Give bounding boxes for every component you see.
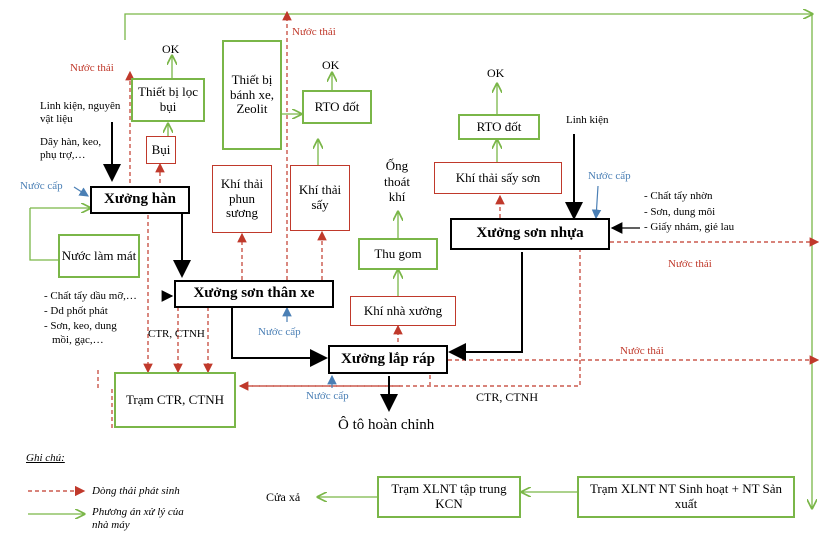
node-khi-nha-xuong: Khí nhà xưởng (350, 296, 456, 326)
node-khi-thai-phun-suong: Khí thải phun sương (212, 165, 272, 233)
legend-title: Ghi chú: (26, 452, 65, 464)
label-ok-2: OK (322, 58, 340, 72)
node-xuong-son-than-xe: Xưởng sơn thân xe (174, 280, 334, 308)
label-cua-xa: Cửa xả (266, 490, 301, 504)
label-ong-thoat-khi: Ống thoát khí (384, 158, 410, 205)
node-thu-gom: Thu gom (358, 238, 438, 270)
node-khi-thai-say: Khí thải sấy (290, 165, 350, 231)
label-day-han: Dây hàn, keo, phụ trợ,… (40, 136, 102, 162)
node-thiet-bi-loc-bui: Thiết bị lọc bụi (131, 78, 205, 122)
label-nuoc-thai-4: Nước thải (620, 345, 664, 357)
legend-treatment: Phương án xử lý của nhà máy (92, 506, 184, 532)
label-ctr-ctnh-2: CTR, CTNH (476, 390, 539, 404)
node-xuong-lap-rap: Xưởng lắp ráp (328, 345, 448, 374)
label-ctr-ctnh-1: CTR, CTNH (148, 328, 205, 340)
label-nuoc-thai-2: Nước thải (292, 26, 336, 38)
node-tram-xlnt-nm: Trạm XLNT NT Sinh hoạt + NT Sản xuất (577, 476, 795, 518)
label-ok-1: OK (162, 42, 180, 56)
label-inputs-son-nhua-2: - Sơn, dung môi (644, 206, 716, 218)
label-nuoc-cap-2: Nước cấp (588, 170, 631, 182)
label-inputs-son-than-4: mồi, gạc,… (52, 334, 104, 346)
node-xuong-son-nhua: Xưởng sơn nhựa (450, 218, 610, 250)
node-thiet-bi-banh-xe: Thiết bị bánh xe, Zeolit (222, 40, 282, 150)
node-tram-xlnt-kcn: Trạm XLNT tập trung KCN (377, 476, 521, 518)
label-nuoc-thai-1: Nước thải (70, 62, 114, 74)
label-linh-kien: Linh kiện (566, 114, 609, 126)
node-bui: Bụi (146, 136, 176, 164)
label-inputs-son-than-2: - Dd phốt phát (44, 305, 108, 317)
node-xuong-han: Xưởng hàn (90, 186, 190, 214)
node-rto-1: RTO đốt (302, 90, 372, 124)
label-inputs-son-than-1: - Chất tẩy dầu mỡ,… (44, 290, 137, 302)
label-inputs-son-than-3: - Sơn, keo, dung (44, 320, 117, 332)
label-nuoc-thai-3: Nước thải (668, 258, 712, 270)
node-khi-thai-say-son: Khí thải sấy sơn (434, 162, 562, 194)
label-inputs-son-nhua-3: - Giấy nhám, giẻ lau (644, 221, 735, 233)
label-nuoc-cap-3: Nước cấp (258, 326, 301, 338)
label-nuoc-cap-1: Nước cấp (20, 180, 63, 192)
label-linh-kien-nvl: Linh kiện, nguyên vật liệu (40, 100, 121, 126)
label-ok-3: OK (487, 66, 505, 80)
node-tram-ctr: Trạm CTR, CTNH (114, 372, 236, 428)
label-nuoc-cap-4: Nước cấp (306, 390, 349, 402)
legend-emission: Dòng thải phát sinh (92, 485, 180, 497)
node-nuoc-lam-mat: Nước làm mát (58, 234, 140, 278)
node-rto-2: RTO đốt (458, 114, 540, 140)
label-inputs-son-nhua-1: - Chất tẩy nhờn (644, 190, 713, 202)
label-o-to-hoan-chinh: Ô tô hoàn chỉnh (338, 417, 435, 433)
